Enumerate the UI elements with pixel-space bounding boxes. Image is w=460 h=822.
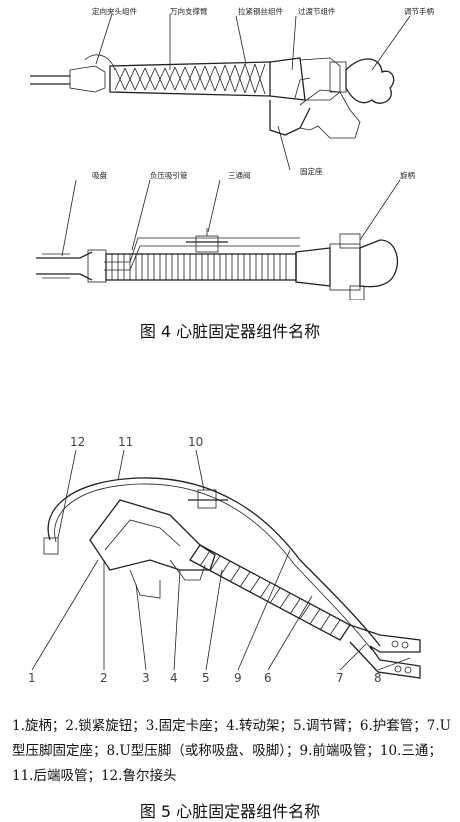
callout-8: 8 xyxy=(374,671,382,685)
callout-7: 7 xyxy=(336,671,344,685)
callout-11: 11 xyxy=(118,435,133,449)
figure5-drawing: 1 2 3 4 5 9 6 7 8 10 11 12 xyxy=(28,435,421,685)
callout-2: 2 xyxy=(100,671,108,685)
label-rotary-knob: 旋柄 xyxy=(400,170,415,180)
suction-assembly xyxy=(36,179,401,300)
figure5-caption: 图 5 心脏固定器组件名称 xyxy=(139,802,321,821)
ribbed-arm-texture xyxy=(199,550,341,636)
label-tension-wire: 拉紧钢丝组件 xyxy=(238,6,283,16)
callout-6: 6 xyxy=(264,671,272,685)
braided-arm-texture xyxy=(114,63,266,95)
callout-9: 9 xyxy=(234,671,242,685)
figure4-drawing: 定向夹头组件 万向支撑臂 拉紧钢丝组件 过渡节组件 调节手柄 固定座 xyxy=(30,6,434,300)
support-arm-assembly xyxy=(30,13,411,171)
callout-4: 4 xyxy=(170,671,178,685)
label-handle: 调节手柄 xyxy=(404,6,434,16)
label-suction-tube: 负压吸引管 xyxy=(150,170,188,180)
figure5-legend: 1.旋柄；2.锁紧旋钮；3.固定卡座；4.转动架；5.调节臂；6.护套管；7.U… xyxy=(12,714,452,789)
label-three-way-valve: 三通阀 xyxy=(228,170,251,180)
ribbed-tube-texture xyxy=(111,254,287,280)
callout-1: 1 xyxy=(28,671,36,685)
callout-5: 5 xyxy=(202,671,210,685)
legend-text: 1.旋柄；2.锁紧旋钮；3.固定卡座；4.转动架；5.调节臂；6.护套管；7.U… xyxy=(12,718,452,784)
callout-10: 10 xyxy=(188,435,203,449)
figure4-caption: 图 4 心脏固定器组件名称 xyxy=(139,322,321,341)
label-fixed-seat: 固定座 xyxy=(300,166,323,176)
label-directional-clamp: 定向夹头组件 xyxy=(92,6,137,16)
label-universal-arm: 万向支撑臂 xyxy=(170,6,208,16)
callout-12: 12 xyxy=(70,435,85,449)
label-suction-cup: 吸盘 xyxy=(92,170,107,180)
label-transition: 过渡节组件 xyxy=(298,6,336,16)
callout-3: 3 xyxy=(142,671,150,685)
stabilizer-illustration xyxy=(31,449,421,679)
